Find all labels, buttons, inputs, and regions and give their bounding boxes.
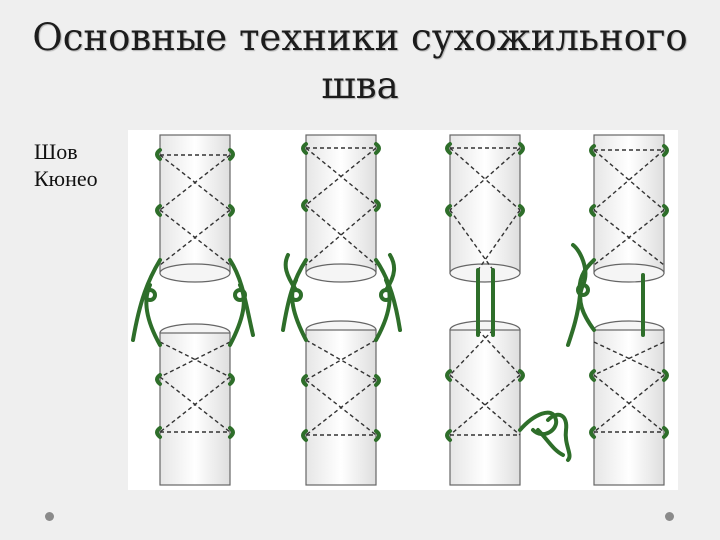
- suture-thread: [131, 148, 255, 439]
- suture-thread: [566, 144, 669, 439]
- tendon-upper: [449, 134, 521, 283]
- panel-1: [131, 134, 255, 486]
- tendon-lower: [449, 320, 521, 486]
- tendon-upper: [593, 134, 665, 283]
- stitch-pattern: [449, 329, 521, 436]
- tendon-lower: [305, 320, 377, 486]
- panel-4: [566, 134, 669, 486]
- panel-3: [445, 134, 572, 486]
- panel-2: [281, 134, 402, 486]
- suture-caption: Шов Кюнео: [34, 139, 98, 191]
- tendon-lower: [593, 320, 665, 486]
- suture-illustration: [128, 130, 678, 490]
- stitch-pattern: [449, 147, 521, 271]
- tendon-upper: [159, 134, 231, 283]
- stitch-pattern: [305, 147, 377, 266]
- stitch-pattern: [159, 341, 231, 433]
- bullet-left-dot-icon: [45, 512, 54, 521]
- stitch-pattern: [593, 149, 665, 266]
- stitch-pattern: [593, 341, 665, 433]
- bullet-right-dot-icon: [665, 512, 674, 521]
- stitch-pattern: [159, 154, 231, 266]
- suture-thread: [281, 142, 402, 442]
- stitch-pattern: [305, 339, 377, 436]
- slide-title: Основные техники сухожильного шва: [32, 16, 688, 107]
- tendon-lower: [159, 323, 231, 486]
- tendon-upper: [305, 134, 377, 283]
- suture-thread: [445, 142, 572, 462]
